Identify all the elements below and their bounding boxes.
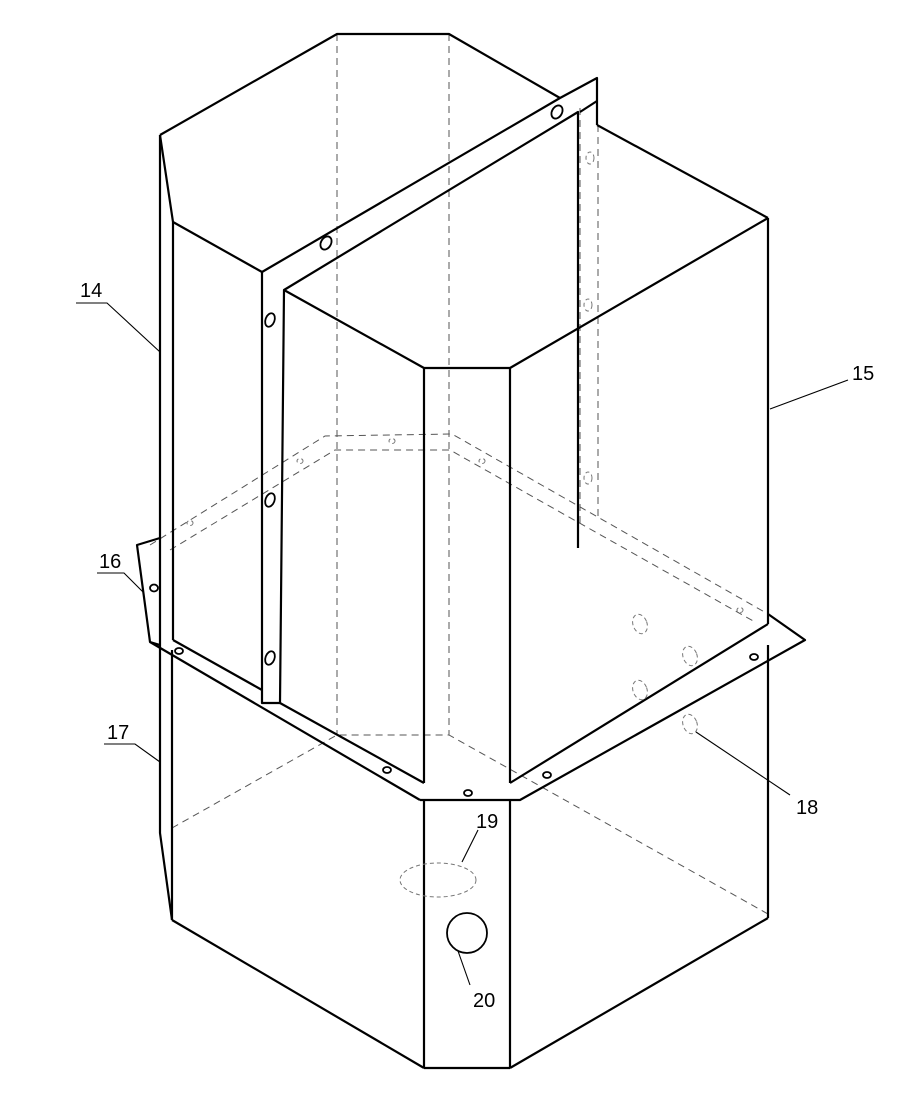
label-19: 19 [476,811,498,833]
reference-numerals: 14 15 16 17 18 19 20 [80,280,874,1012]
upper-housing [158,32,770,784]
lower-housing [158,645,770,1070]
leader-lines [76,302,849,986]
label-18: 18 [796,797,818,819]
flange [135,536,807,802]
holes [149,104,759,954]
label-20: 20 [473,990,495,1012]
hidden-lines [149,34,769,915]
label-14: 14 [80,280,102,302]
label-17: 17 [107,722,129,744]
label-15: 15 [852,363,874,385]
label-16: 16 [99,551,121,573]
